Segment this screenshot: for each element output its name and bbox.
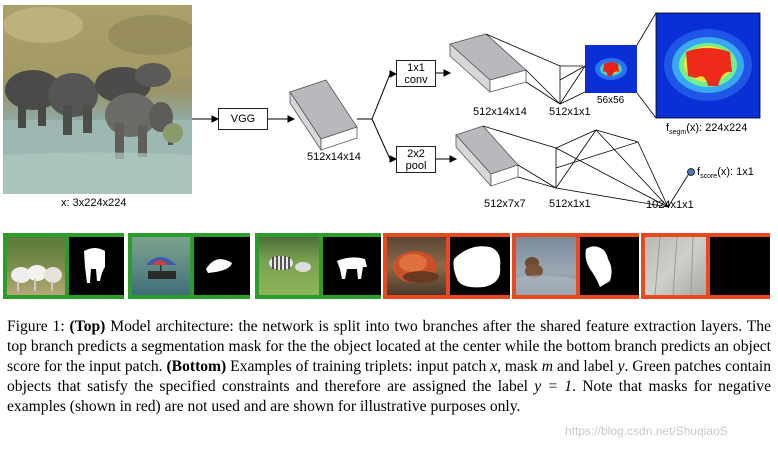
input-label: x: 3x224x224 xyxy=(61,197,127,209)
bottom-op-line2: pool xyxy=(405,160,427,172)
caption-part6: . Note that masks for negative examples … xyxy=(7,378,771,415)
shared-output-label: 512x14x14 xyxy=(307,151,361,163)
caption-part1: Model architecture: the network is split… xyxy=(7,318,771,375)
segm-suffix: (x): 224x224 xyxy=(686,122,748,134)
example-positive-sheep xyxy=(3,233,124,299)
caption-var-x: x xyxy=(490,358,498,375)
caption-var-y: y xyxy=(617,358,625,375)
mask-small-label: 56x56 xyxy=(597,95,625,106)
top-op-line1: 1x1 xyxy=(407,62,425,74)
example-positive-zebra xyxy=(255,233,381,299)
score-sub: score xyxy=(700,173,718,181)
watermark: https://blog.csdn.net/ShuqiaoS xyxy=(565,424,728,438)
caption-part3: , mask xyxy=(497,358,542,375)
score-output-label: fscore(x): 1x1 xyxy=(697,166,754,180)
example-mask xyxy=(576,237,639,295)
segm-sub: segm xyxy=(669,129,687,137)
score-suffix: (x): 1x1 xyxy=(717,166,754,178)
score-prefix: f xyxy=(697,166,701,178)
figure-caption: Figure 1: (Top) Model architecture: the … xyxy=(7,317,771,417)
bottom-feature-block xyxy=(455,125,519,188)
top-op-box: 1x1 conv xyxy=(396,60,436,87)
segm-prefix: f xyxy=(666,122,670,134)
caption-part2: Examples of training triplets: input pat… xyxy=(226,358,491,375)
bottom-fc-lines xyxy=(482,125,691,208)
small-mask xyxy=(585,45,637,93)
bottom-tensor1-label: 512x7x7 xyxy=(484,198,526,210)
architecture-diagram xyxy=(192,12,761,208)
input-image xyxy=(3,5,192,194)
caption-part4: and label xyxy=(553,358,618,375)
caption-bottom-bold: (Bottom) xyxy=(166,358,227,375)
example-mask xyxy=(706,237,770,295)
example-patch xyxy=(387,237,446,295)
elephants-photo xyxy=(3,5,192,194)
top-feature-block xyxy=(449,33,527,93)
example-mask xyxy=(190,237,250,295)
bottom-op-box: 2x2 pool xyxy=(396,146,436,173)
top-op-line2: conv xyxy=(404,74,428,86)
bottom-tensor2-label: 512x1x1 xyxy=(549,198,591,210)
bottom-op-line1: 2x2 xyxy=(407,148,425,160)
example-mask xyxy=(319,237,381,295)
example-patch xyxy=(516,237,576,295)
caption-equation: y = 1 xyxy=(534,378,573,395)
example-patch xyxy=(132,237,190,295)
vgg-box: VGG xyxy=(218,108,268,130)
caption-var-m: m xyxy=(541,358,554,375)
shared-feature-block xyxy=(289,79,358,152)
segm-output-label: fsegm(x): 224x224 xyxy=(666,122,747,136)
score-node xyxy=(687,168,695,176)
large-mask xyxy=(655,12,761,119)
caption-part5: . Green patches contain objects that sat… xyxy=(7,358,772,395)
caption-fig-label: Figure 1: xyxy=(7,318,65,335)
example-negative-empty xyxy=(641,233,770,299)
example-mask xyxy=(446,237,510,295)
top-tensor1-label: 512x14x14 xyxy=(473,106,527,118)
example-patch xyxy=(7,237,65,295)
example-negative-bag xyxy=(383,233,510,299)
example-positive-umbrella xyxy=(128,233,250,299)
vgg-label: VGG xyxy=(230,113,256,125)
top-fc-lines xyxy=(485,33,586,105)
bottom-tensor3-label: 1024x1x1 xyxy=(646,199,694,211)
example-negative-bear xyxy=(512,233,639,299)
top-tensor2-label: 512x1x1 xyxy=(549,106,591,118)
example-patch xyxy=(259,237,319,295)
example-mask xyxy=(65,237,124,295)
caption-top-bold: (Top) xyxy=(69,318,106,335)
example-patch xyxy=(645,236,706,296)
